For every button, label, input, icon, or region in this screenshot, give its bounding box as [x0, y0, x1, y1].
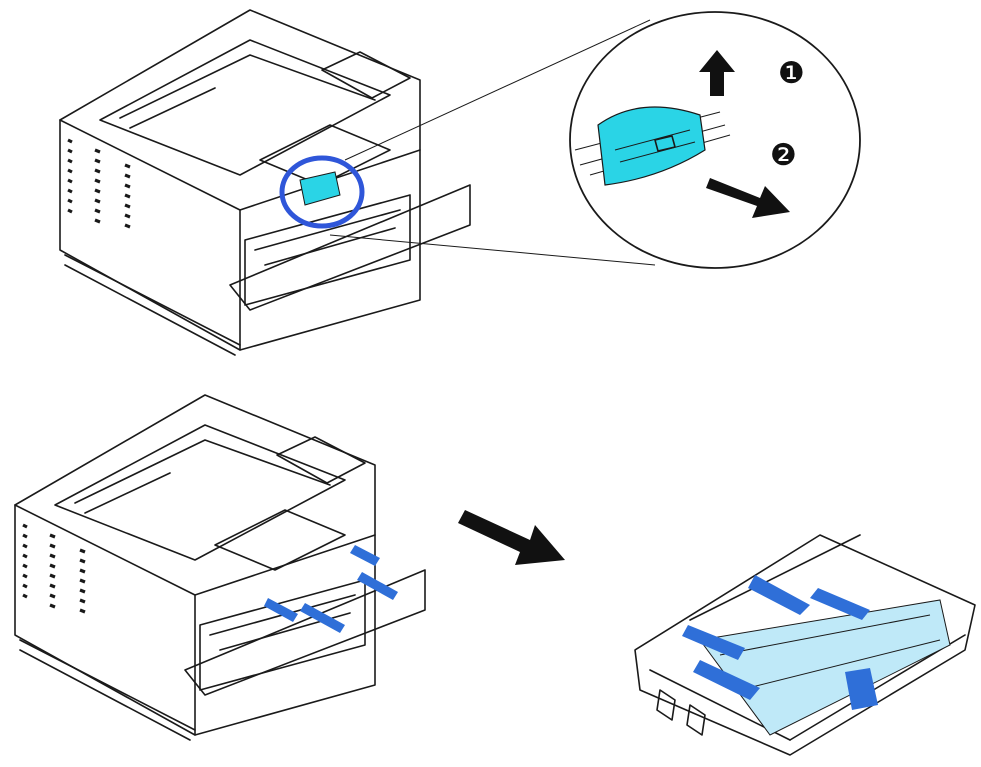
- arrow-down-right-icon: [706, 178, 790, 218]
- magnifier: [569, 11, 861, 269]
- tape-strips-printer: [264, 545, 398, 633]
- printer-bottom: [13, 393, 427, 742]
- arrow-up-icon: [699, 50, 735, 96]
- tape-strips-cartridge: [682, 575, 878, 710]
- step-2-marker: ❷: [770, 138, 797, 173]
- latch-small: [299, 171, 341, 206]
- highlight-circle: [279, 155, 365, 229]
- printer-top: [58, 8, 472, 357]
- callout-lines: [329, 19, 656, 266]
- toner-cartridge: [634, 534, 976, 756]
- arrow-right-icon: [458, 510, 565, 565]
- step-1-marker: ❶: [778, 56, 805, 91]
- latch-lever: [597, 106, 706, 186]
